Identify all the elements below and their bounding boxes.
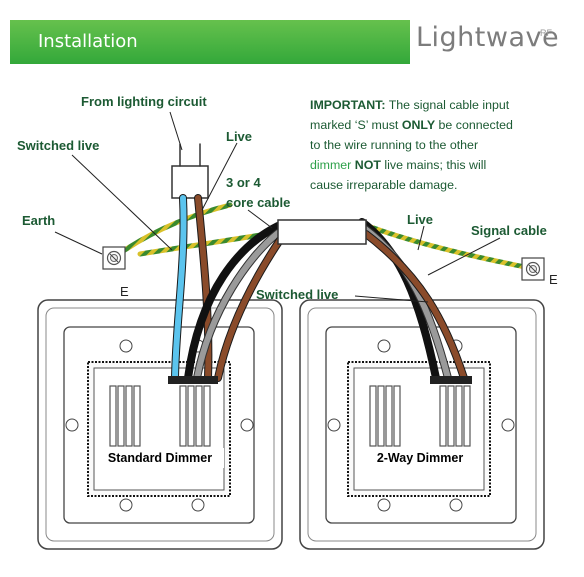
important-line2a: marked ‘S’ must — [310, 118, 402, 132]
important-only: ONLY — [402, 118, 436, 132]
header: Installation Lightwave RF — [10, 20, 574, 64]
earth-terminal-left — [102, 246, 126, 270]
standard-dimmer-box — [37, 299, 283, 550]
label-from-lighting-circuit: From lighting circuit — [81, 94, 207, 109]
label-two-way-dimmer: 2-Way Dimmer — [377, 451, 464, 465]
wires — [113, 143, 533, 382]
important-line2b: be connected — [435, 118, 513, 132]
two-way-dimmer-box — [299, 299, 545, 550]
label-earth-symbol-left: E — [120, 284, 129, 299]
standard-terminals — [168, 376, 218, 384]
standard-label-bg — [96, 448, 224, 468]
label-earth: Earth — [22, 213, 55, 228]
important-line3: to the wire running to the other — [310, 138, 478, 152]
label-core-cable-line2: core cable — [226, 195, 290, 210]
earth-terminal-right — [521, 257, 545, 281]
important-note: IMPORTANT: The signal cable input marked… — [310, 98, 513, 192]
label-live-right: Live — [407, 212, 433, 227]
important-heading: IMPORTANT: — [310, 98, 385, 112]
important-not: NOT — [355, 158, 382, 172]
svg-text:marked ‘S’ must ONLY be connec: marked ‘S’ must ONLY be connected — [310, 118, 513, 132]
two-way-terminals — [430, 376, 472, 384]
two-way-label-bg — [362, 448, 478, 468]
logo-rf: RF — [540, 28, 552, 38]
important-line4: live mains; this will — [381, 158, 486, 172]
label-live-left: Live — [226, 129, 252, 144]
logo-text: Lightwave — [416, 22, 560, 53]
header-bar: Installation — [10, 20, 410, 64]
label-core-cable-line1: 3 or 4 — [226, 175, 261, 190]
lightwave-logo: Lightwave RF — [414, 22, 564, 62]
svg-text:IMPORTANT: The signal cable in: IMPORTANT: The signal cable input — [310, 98, 510, 112]
important-dimmer: dimmer — [310, 158, 351, 172]
label-switched-live-right: Switched live — [256, 287, 338, 302]
page-title: Installation — [38, 31, 138, 52]
leader-lines — [54, 111, 501, 303]
label-earth-symbol-right: E — [549, 272, 558, 287]
label-switched-live-left: Switched live — [17, 138, 99, 153]
label-standard-dimmer: Standard Dimmer — [108, 451, 212, 465]
important-line1: The signal cable input — [385, 98, 509, 112]
svg-text:dimmer NOT live mains; this wi: dimmer NOT live mains; this will — [310, 158, 486, 172]
label-signal-cable: Signal cable — [471, 223, 547, 238]
important-line5: cause irreparable damage. — [310, 178, 457, 192]
